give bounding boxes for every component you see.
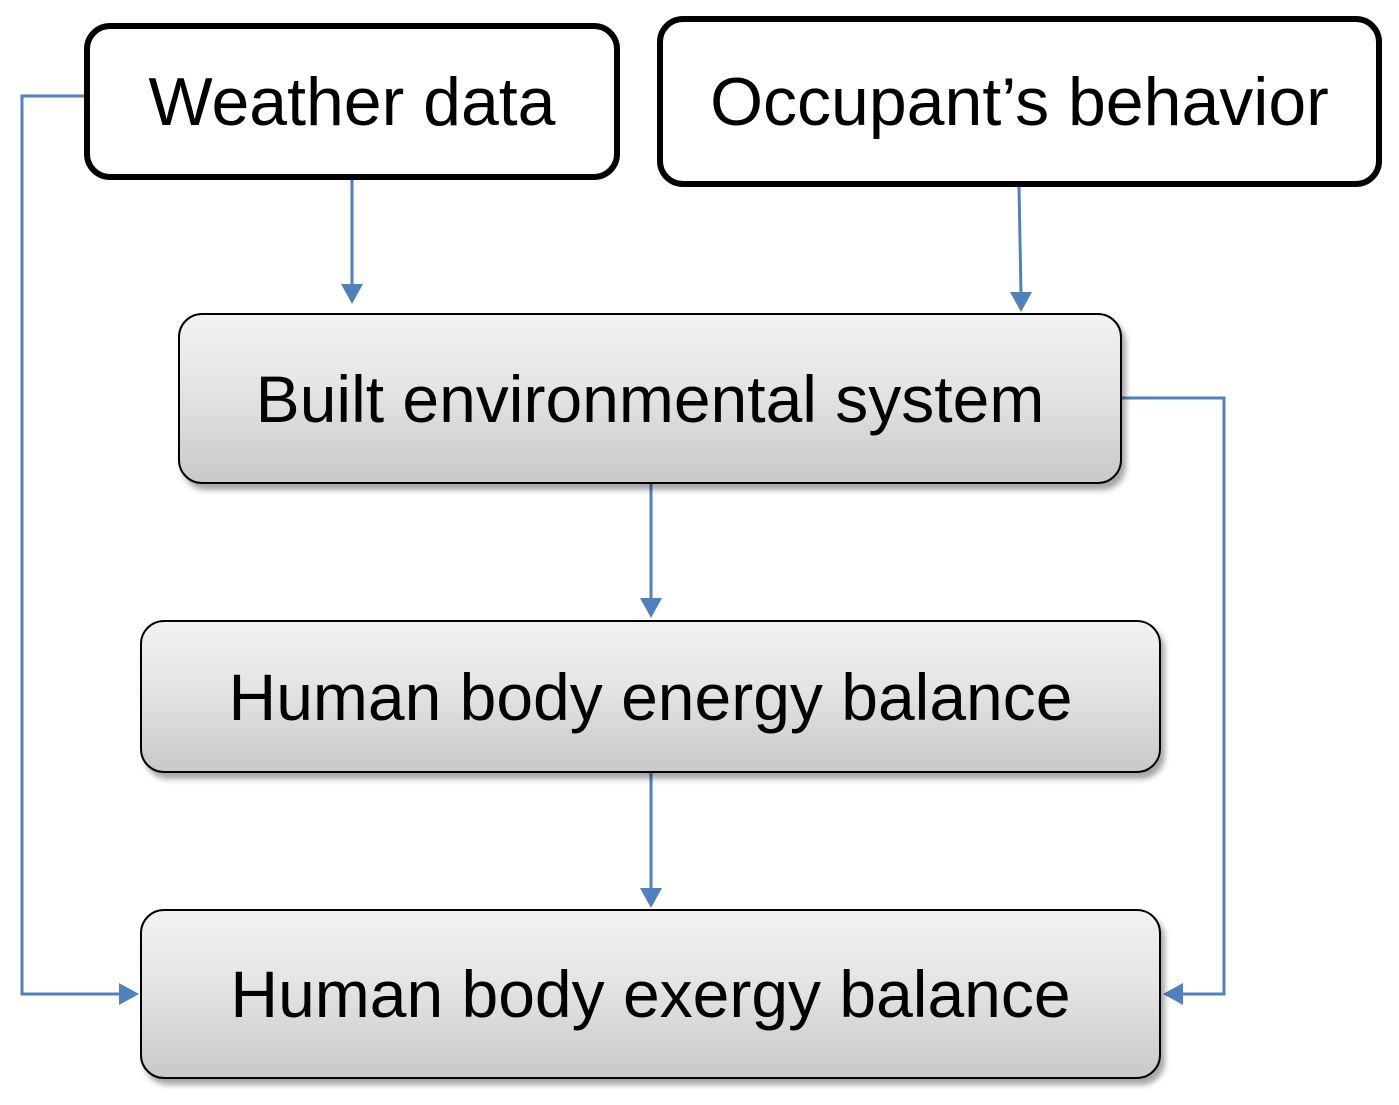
built-environmental-system-label: Built environmental system bbox=[255, 361, 1045, 436]
human-body-energy-balance-box: Human body energy balance bbox=[140, 620, 1161, 773]
human-body-exergy-balance-box: Human body exergy balance bbox=[140, 909, 1161, 1079]
occupant-behavior-label: Occupant’s behavior bbox=[710, 63, 1329, 140]
edge-weather-to-built bbox=[341, 180, 363, 304]
edge-weather-to-exergy bbox=[20, 94, 139, 1005]
weather-data-box: Weather data bbox=[84, 23, 620, 180]
edge-occupant-to-built bbox=[1010, 186, 1032, 312]
edge-energy-to-exergy bbox=[640, 773, 662, 908]
occupant-behavior-box: Occupant’s behavior bbox=[657, 16, 1382, 187]
weather-data-label: Weather data bbox=[148, 63, 556, 140]
human-body-exergy-balance-label: Human body exergy balance bbox=[230, 957, 1071, 1031]
human-body-energy-balance-label: Human body energy balance bbox=[228, 659, 1073, 734]
edge-built-to-energy bbox=[640, 484, 662, 618]
built-environmental-system-box: Built environmental system bbox=[178, 313, 1122, 484]
